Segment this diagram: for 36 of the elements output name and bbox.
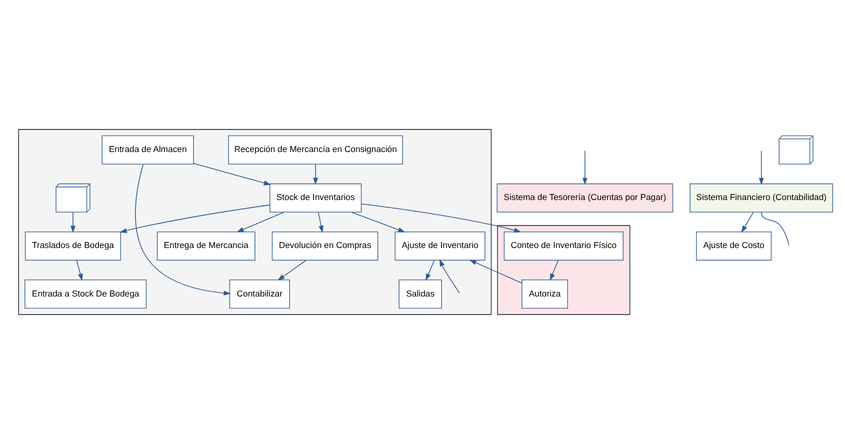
node-box: Devolución en Compras [272, 230, 378, 260]
arrow [76, 259, 83, 280]
arrow [318, 211, 324, 232]
arrow [278, 259, 307, 280]
arrow [426, 259, 435, 280]
node-box: Autoriza [522, 279, 568, 308]
node-box: Entrada a Stock De Bodega [24, 279, 147, 308]
arrow [469, 259, 522, 284]
cluster [497, 224, 630, 314]
arrow [360, 203, 522, 232]
node-box: Stock de Inventarios [270, 182, 362, 212]
node-box: Entrada de Almacen [102, 134, 194, 164]
arrow [313, 163, 318, 184]
arrow [236, 211, 284, 232]
arrow [550, 259, 559, 280]
node-box: Conteo de Inventario Físico [504, 230, 624, 260]
arrow [758, 150, 764, 184]
arrow [70, 211, 76, 232]
arrow [193, 162, 271, 185]
node-box: Sistema Financiero (Contabilidad) [690, 182, 834, 212]
arrow [351, 211, 406, 232]
node-box: Ajuste de Inventario [394, 230, 486, 260]
node-box: Salidas [398, 279, 442, 308]
node-box: Entrega de Mercancia [156, 230, 256, 260]
node-box: Sistema de Tesorería (Cuentas por Pagar) [496, 182, 674, 212]
arrow [582, 150, 588, 184]
node-box: Recepción de Mercancía en Consignación [228, 134, 403, 164]
arrow [440, 258, 460, 294]
arrow [741, 211, 754, 232]
node-box: Traslados de Bodega [24, 230, 122, 260]
arrow [120, 204, 270, 233]
cluster [18, 128, 492, 314]
connector [761, 211, 790, 246]
node-box: Contabilizar [229, 279, 290, 308]
node-box: Ajuste de Costo [696, 230, 772, 260]
arrow [135, 164, 231, 296]
